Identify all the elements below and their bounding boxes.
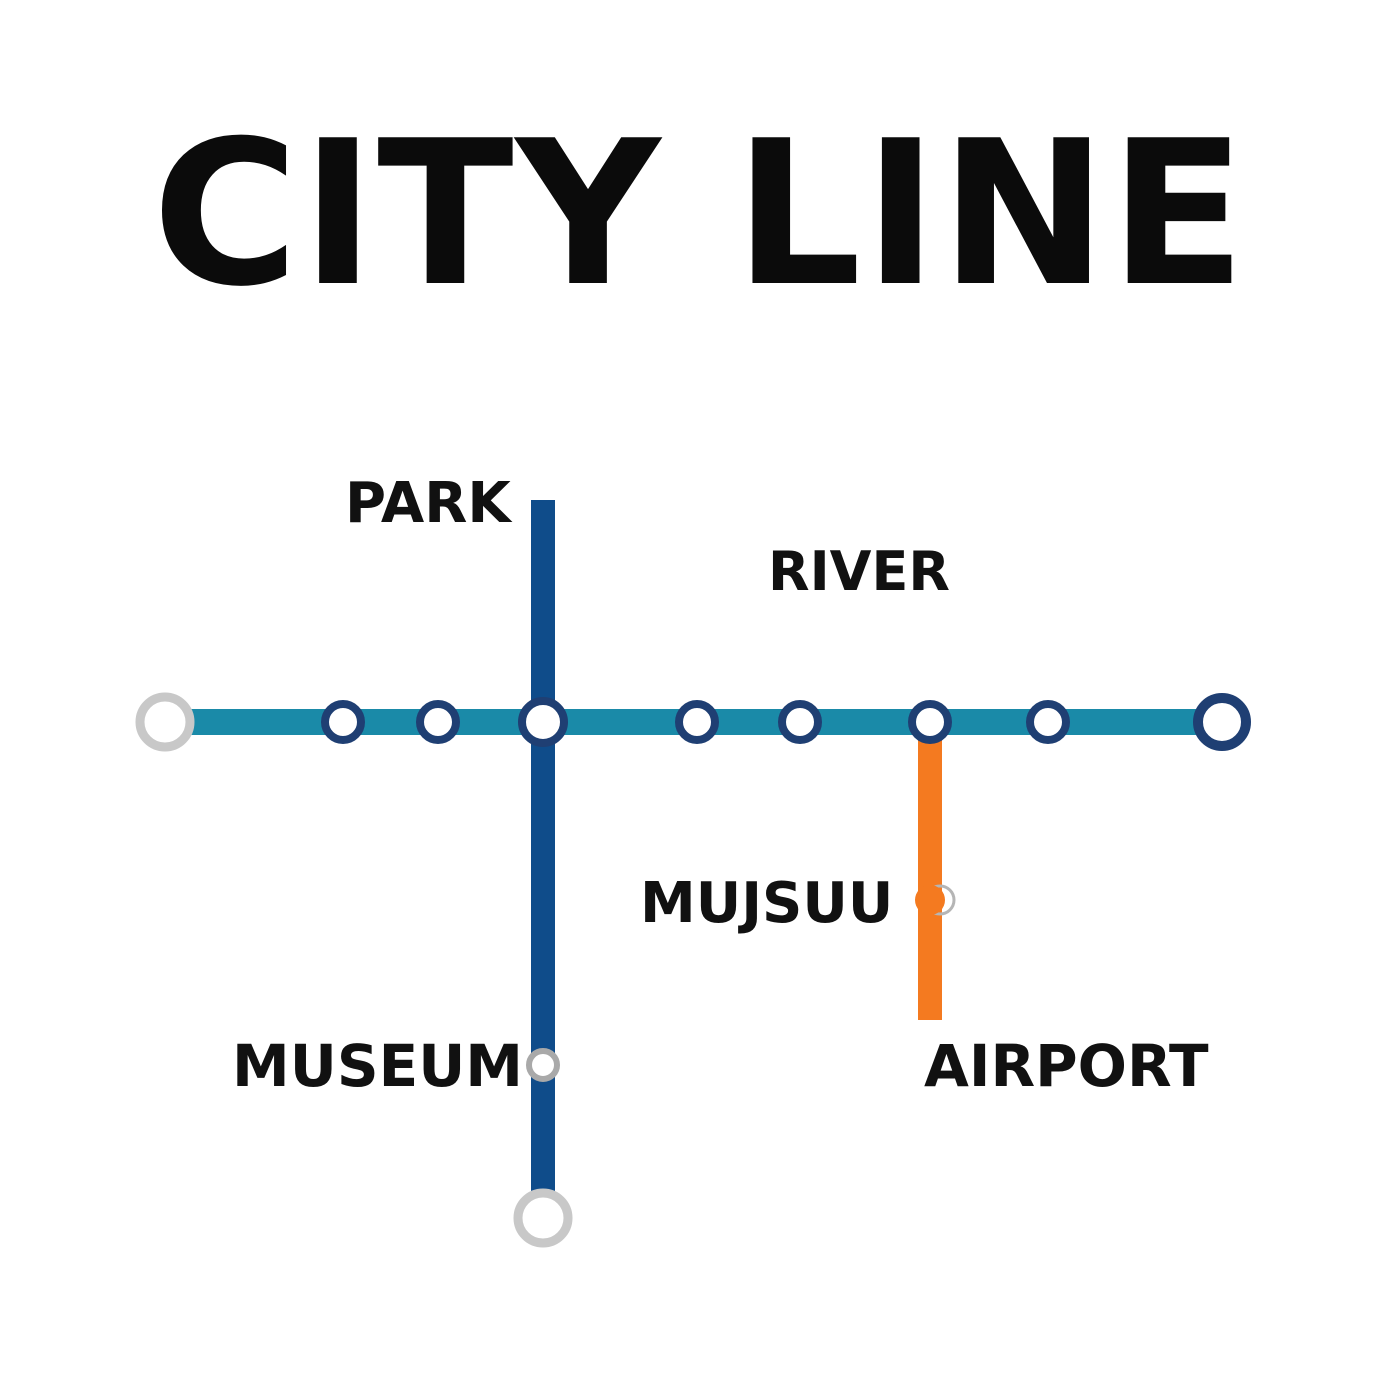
- station-7[interactable]: [1026, 700, 1070, 744]
- branch-line-vertical: [531, 500, 555, 1200]
- station-4[interactable]: [675, 700, 719, 744]
- terminal-station-west[interactable]: [135, 692, 195, 752]
- station-label-museum: MUSEUM: [232, 1032, 523, 1100]
- station-label-airport: AIRPORT: [924, 1032, 1209, 1100]
- airport-line: [918, 735, 942, 1020]
- interchange-station[interactable]: [518, 697, 568, 747]
- station-1[interactable]: [321, 700, 365, 744]
- museum-station[interactable]: [526, 1048, 560, 1082]
- station-2[interactable]: [416, 700, 460, 744]
- map-title: CITY LINE: [152, 98, 1248, 331]
- terminal-station-south[interactable]: [513, 1188, 573, 1248]
- station-label-mujsuu: MUJSUU: [640, 871, 893, 936]
- terminal-station-east[interactable]: [1193, 693, 1251, 751]
- airport-junction-station[interactable]: [908, 700, 952, 744]
- station-label-river: RIVER: [768, 540, 950, 603]
- station-label-park: PARK: [345, 471, 513, 536]
- mujsuu-station[interactable]: [915, 885, 945, 915]
- station-5[interactable]: [778, 700, 822, 744]
